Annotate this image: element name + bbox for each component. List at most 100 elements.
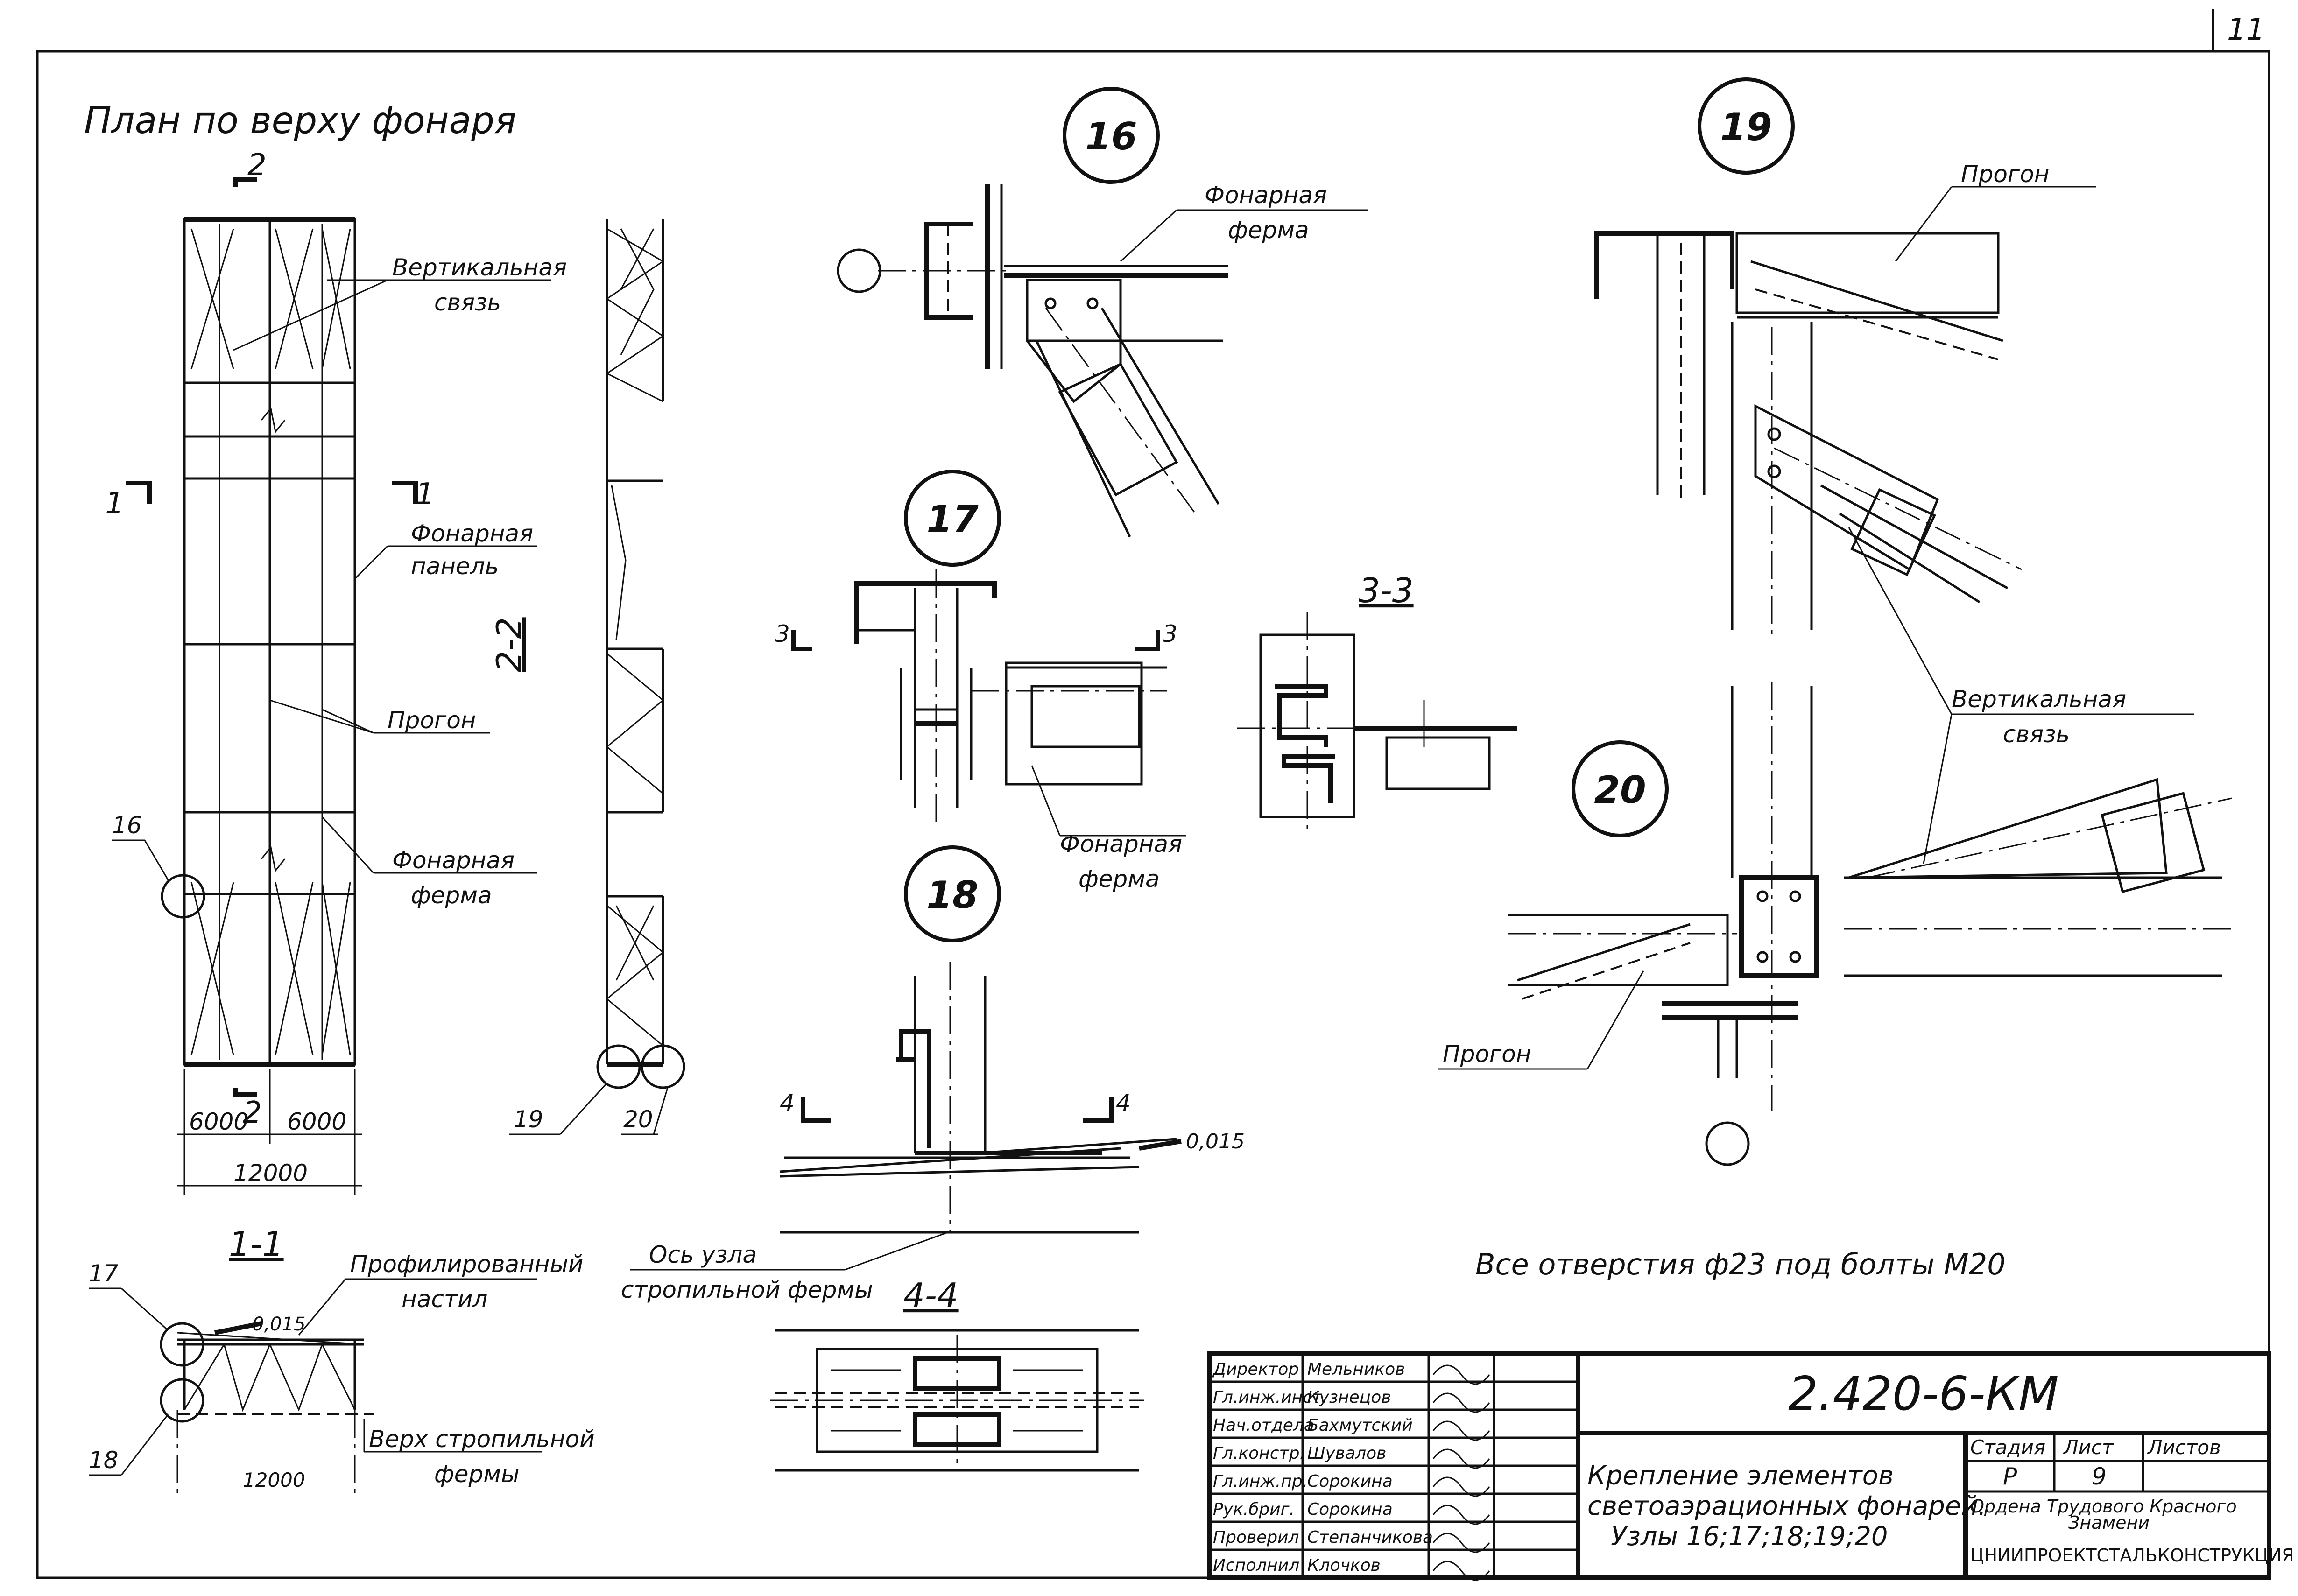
node-17-circle bbox=[904, 470, 1001, 567]
node-19-label: 19 bbox=[1720, 105, 1772, 149]
signer-role: Исполнил bbox=[1213, 1556, 1299, 1575]
signer-name: Степанчикова bbox=[1307, 1528, 1433, 1547]
title-line-3: Узлы 16;17;18;19;20 bbox=[1611, 1521, 1888, 1552]
node-18-mark-4-left: 4 bbox=[780, 1090, 795, 1117]
signer-name: Сорокина bbox=[1307, 1500, 1393, 1519]
node-17-ref: 17 bbox=[89, 1260, 119, 1287]
signer-name: Мельников bbox=[1307, 1360, 1405, 1379]
node-17-ref-circle bbox=[160, 1322, 204, 1367]
section-1-1-view bbox=[176, 1332, 374, 1494]
node-16-label-truss-1: Фонарная bbox=[1205, 182, 1327, 209]
section-3-3-view bbox=[1237, 612, 1517, 836]
node-18-view bbox=[779, 962, 1177, 1234]
signatures bbox=[1432, 1364, 1490, 1581]
signer-role: Гл.инж.пр. bbox=[1213, 1472, 1308, 1491]
plan-dimensions bbox=[177, 1069, 362, 1195]
node-16-label: 16 bbox=[1085, 115, 1137, 158]
signers-table: Директор Мельников Гл.инж.инст. Кузнецов… bbox=[1212, 1360, 1433, 1575]
label-rafter-axis-2: стропильной фермы bbox=[621, 1276, 873, 1303]
plan-label-purlin: Прогон bbox=[388, 707, 476, 734]
signer-role: Рук.бриг. bbox=[1213, 1500, 1295, 1519]
node-20-view bbox=[1508, 682, 2232, 1111]
node-20-label: 20 bbox=[1594, 768, 1646, 812]
sheets-label: Листов bbox=[2147, 1436, 2221, 1459]
node-18-label: 18 bbox=[926, 873, 978, 917]
node-17-label: 17 bbox=[926, 498, 979, 541]
plan-label-vertical-brace-1: Вертикальная bbox=[392, 254, 567, 281]
section-1-1-slope: 0,015 bbox=[252, 1314, 306, 1335]
node-19-label-purlin: Прогон bbox=[1961, 161, 2049, 188]
node-20-circle bbox=[1572, 740, 1669, 837]
node-18-circle bbox=[904, 845, 1001, 942]
node-17-mark-3-left: 3 bbox=[775, 620, 790, 647]
title-block bbox=[1207, 1351, 2271, 1580]
plan-section-2-bottom: 2 bbox=[243, 1096, 262, 1130]
node-17-view bbox=[854, 569, 1167, 822]
plan-label-lantern-truss-1: Фонарная bbox=[392, 847, 515, 874]
node-17-mark-3-right: 3 bbox=[1163, 620, 1177, 647]
node-18-ref: 18 bbox=[89, 1447, 119, 1474]
label-vertical-brace-1: Вертикальная bbox=[1952, 686, 2126, 713]
document-code: 2.420-6-КМ bbox=[1788, 1366, 2058, 1421]
node-20-ref-circle bbox=[641, 1044, 685, 1089]
label-profiled-deck-2: настил bbox=[402, 1286, 487, 1313]
section-4-4-label: 4-4 bbox=[903, 1276, 959, 1315]
plan-label-lantern-panel-2: панель bbox=[411, 553, 499, 580]
node-19-view bbox=[1594, 231, 2022, 640]
plan-view bbox=[183, 217, 356, 1067]
node-16-axis-bubble bbox=[837, 248, 881, 293]
node-16-ref-circle bbox=[161, 874, 205, 919]
node-20-axis-bubble bbox=[1705, 1121, 1750, 1166]
node-16-circle bbox=[1063, 87, 1160, 184]
node-17-label-truss-1: Фонарная bbox=[1060, 830, 1182, 858]
section-2-2-label: 2-2 bbox=[489, 617, 529, 672]
plan-label-vertical-brace-2: связь bbox=[434, 289, 501, 316]
title-line-2: светоаэрационных фонарей. bbox=[1587, 1491, 1986, 1521]
signer-role: Нач.отдела bbox=[1213, 1416, 1314, 1435]
signer-role: Проверил bbox=[1213, 1528, 1299, 1547]
node-16-ref: 16 bbox=[112, 812, 142, 839]
plan-label-lantern-truss-2: ферма bbox=[411, 882, 492, 909]
plan-section-1-right: 1 bbox=[416, 477, 435, 512]
node-16-label-truss-2: ферма bbox=[1228, 217, 1309, 244]
org-line-2: Знамени bbox=[2068, 1512, 2150, 1533]
node-16-view bbox=[878, 184, 1228, 538]
plan-section-1-left: 1 bbox=[105, 486, 124, 521]
node-20-ref: 20 bbox=[623, 1106, 653, 1133]
node-20-label-purlin: Прогон bbox=[1443, 1041, 1531, 1068]
sheet-frame bbox=[36, 50, 2270, 1579]
node-18-ref-circle bbox=[160, 1378, 204, 1423]
node-19-circle bbox=[1698, 77, 1795, 175]
section-1-1-label: 1-1 bbox=[229, 1224, 284, 1264]
org-name: ЦНИИПРОЕКТСТАЛЬКОНСТРУКЦИЯ bbox=[1970, 1545, 2294, 1566]
plan-section-2-top: 2 bbox=[247, 148, 267, 183]
plan-dim-6000-b: 6000 bbox=[287, 1108, 346, 1135]
label-rafter-axis-1: Ось узла bbox=[649, 1241, 757, 1268]
sheet-value: 9 bbox=[2092, 1463, 2107, 1490]
label-top-rafter-1: Верх стропильной bbox=[369, 1426, 595, 1453]
node-17-label-truss-2: ферма bbox=[1079, 865, 1160, 893]
stage-label: Стадия bbox=[1970, 1436, 2045, 1459]
signer-name: Кузнецов bbox=[1307, 1388, 1391, 1407]
sheet-label: Лист bbox=[2063, 1436, 2114, 1459]
title-line-1: Крепление элементов bbox=[1587, 1461, 1894, 1491]
section-3-3-label: 3-3 bbox=[1359, 571, 1414, 610]
node-19-ref-circle bbox=[596, 1044, 641, 1089]
signer-name: Шувалов bbox=[1307, 1444, 1386, 1463]
signer-name: Бахмутский bbox=[1307, 1416, 1413, 1435]
label-profiled-deck-1: Профилированный bbox=[350, 1251, 583, 1278]
section-4-4-view bbox=[770, 1329, 1144, 1472]
plan-title: План по верху фонаря bbox=[84, 100, 516, 142]
signer-name: Сорокина bbox=[1307, 1472, 1393, 1491]
section-1-1-dim: 12000 bbox=[243, 1469, 305, 1491]
node-19-ref: 19 bbox=[514, 1106, 543, 1133]
signer-name: Клочков bbox=[1307, 1556, 1381, 1575]
stage-value: Р bbox=[2003, 1463, 2017, 1490]
plan-dim-6000-a: 6000 bbox=[189, 1108, 248, 1135]
plan-dim-12000: 12000 bbox=[233, 1160, 308, 1187]
signer-role: Гл.констр. bbox=[1213, 1444, 1305, 1463]
general-note: Все отверстия ф23 под болты М20 bbox=[1475, 1247, 2006, 1281]
label-vertical-brace-2: связь bbox=[2003, 721, 2070, 748]
node-18-mark-4-right: 4 bbox=[1116, 1090, 1131, 1117]
